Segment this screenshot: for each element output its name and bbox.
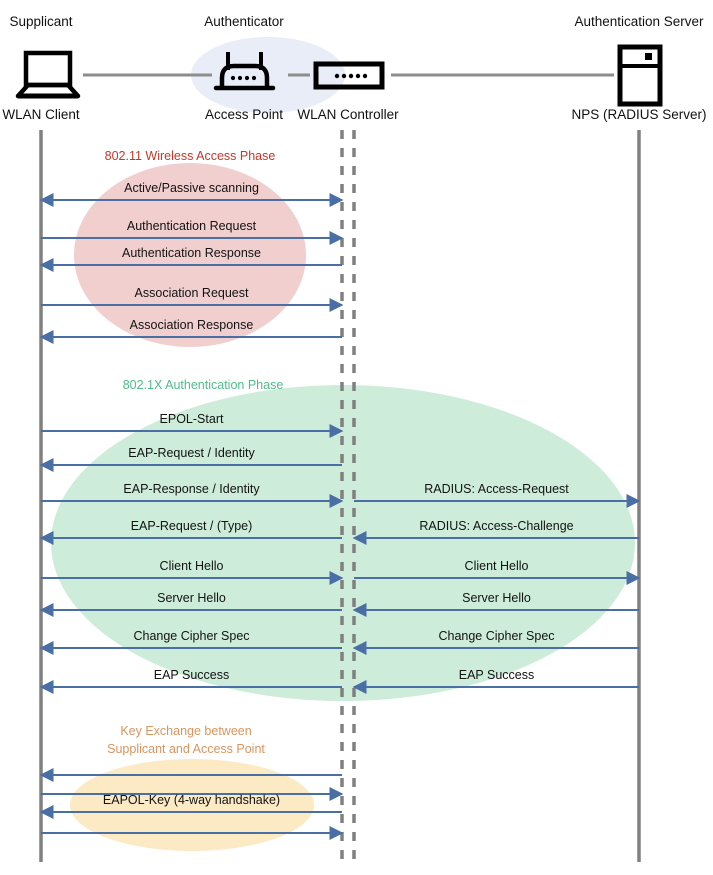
message-label-m05: Association Response	[129, 318, 254, 332]
phase-ellipse-wireless-access	[74, 163, 306, 347]
actor-device-auth-server: NPS (RADIUS Server)	[571, 107, 707, 122]
phase-label-wireless-access: 802.11 Wireless Access Phase	[104, 149, 276, 163]
server-icon	[617, 44, 663, 107]
wlan-controller-icon	[313, 61, 385, 90]
message-label-m06: EPOL-Start	[159, 412, 224, 426]
message-label-m22: EAPOL-Key (4-way handshake)	[102, 793, 281, 807]
message-label-m09: RADIUS: Access-Request	[424, 482, 569, 496]
message-label-m16: Change Cipher Spec	[133, 629, 250, 643]
message-label-m15: Server Hello	[462, 591, 531, 605]
message-label-m03: Authentication Response	[122, 246, 261, 260]
phase-ellipse-key-exchange	[70, 759, 314, 851]
actor-device-access-point: Access Point	[204, 107, 284, 122]
message-label-m04: Association Request	[134, 286, 249, 300]
message-label-m18: EAP Success	[153, 668, 230, 682]
message-label-m10: EAP-Request / (Type)	[130, 519, 253, 533]
message-label-m14: Server Hello	[157, 591, 226, 605]
actor-device-supplicant: WLAN Client	[2, 107, 80, 122]
message-label-m13: Client Hello	[464, 559, 529, 573]
message-label-m07: EAP-Request / Identity	[128, 446, 255, 460]
message-label-m01: Active/Passive scanning	[124, 181, 259, 195]
phase-label-dot1x-auth: 802.1X Authentication Phase	[122, 378, 284, 392]
message-label-m12: Client Hello	[159, 559, 224, 573]
actor-role-auth-server: Authentication Server	[574, 14, 704, 29]
message-label-m19: EAP Success	[458, 668, 535, 682]
message-label-m17: Change Cipher Spec	[438, 629, 555, 643]
message-label-m08: EAP-Response / Identity	[123, 482, 260, 496]
actor-role-supplicant: Supplicant	[9, 14, 73, 29]
actor-role-access-point: Authenticator	[204, 14, 284, 29]
actor-device-wlan-controller: WLAN Controller	[297, 107, 399, 122]
message-label-m02: Authentication Request	[126, 219, 257, 233]
message-label-m11: RADIUS: Access-Challenge	[419, 519, 574, 533]
access-point-icon	[213, 52, 276, 91]
